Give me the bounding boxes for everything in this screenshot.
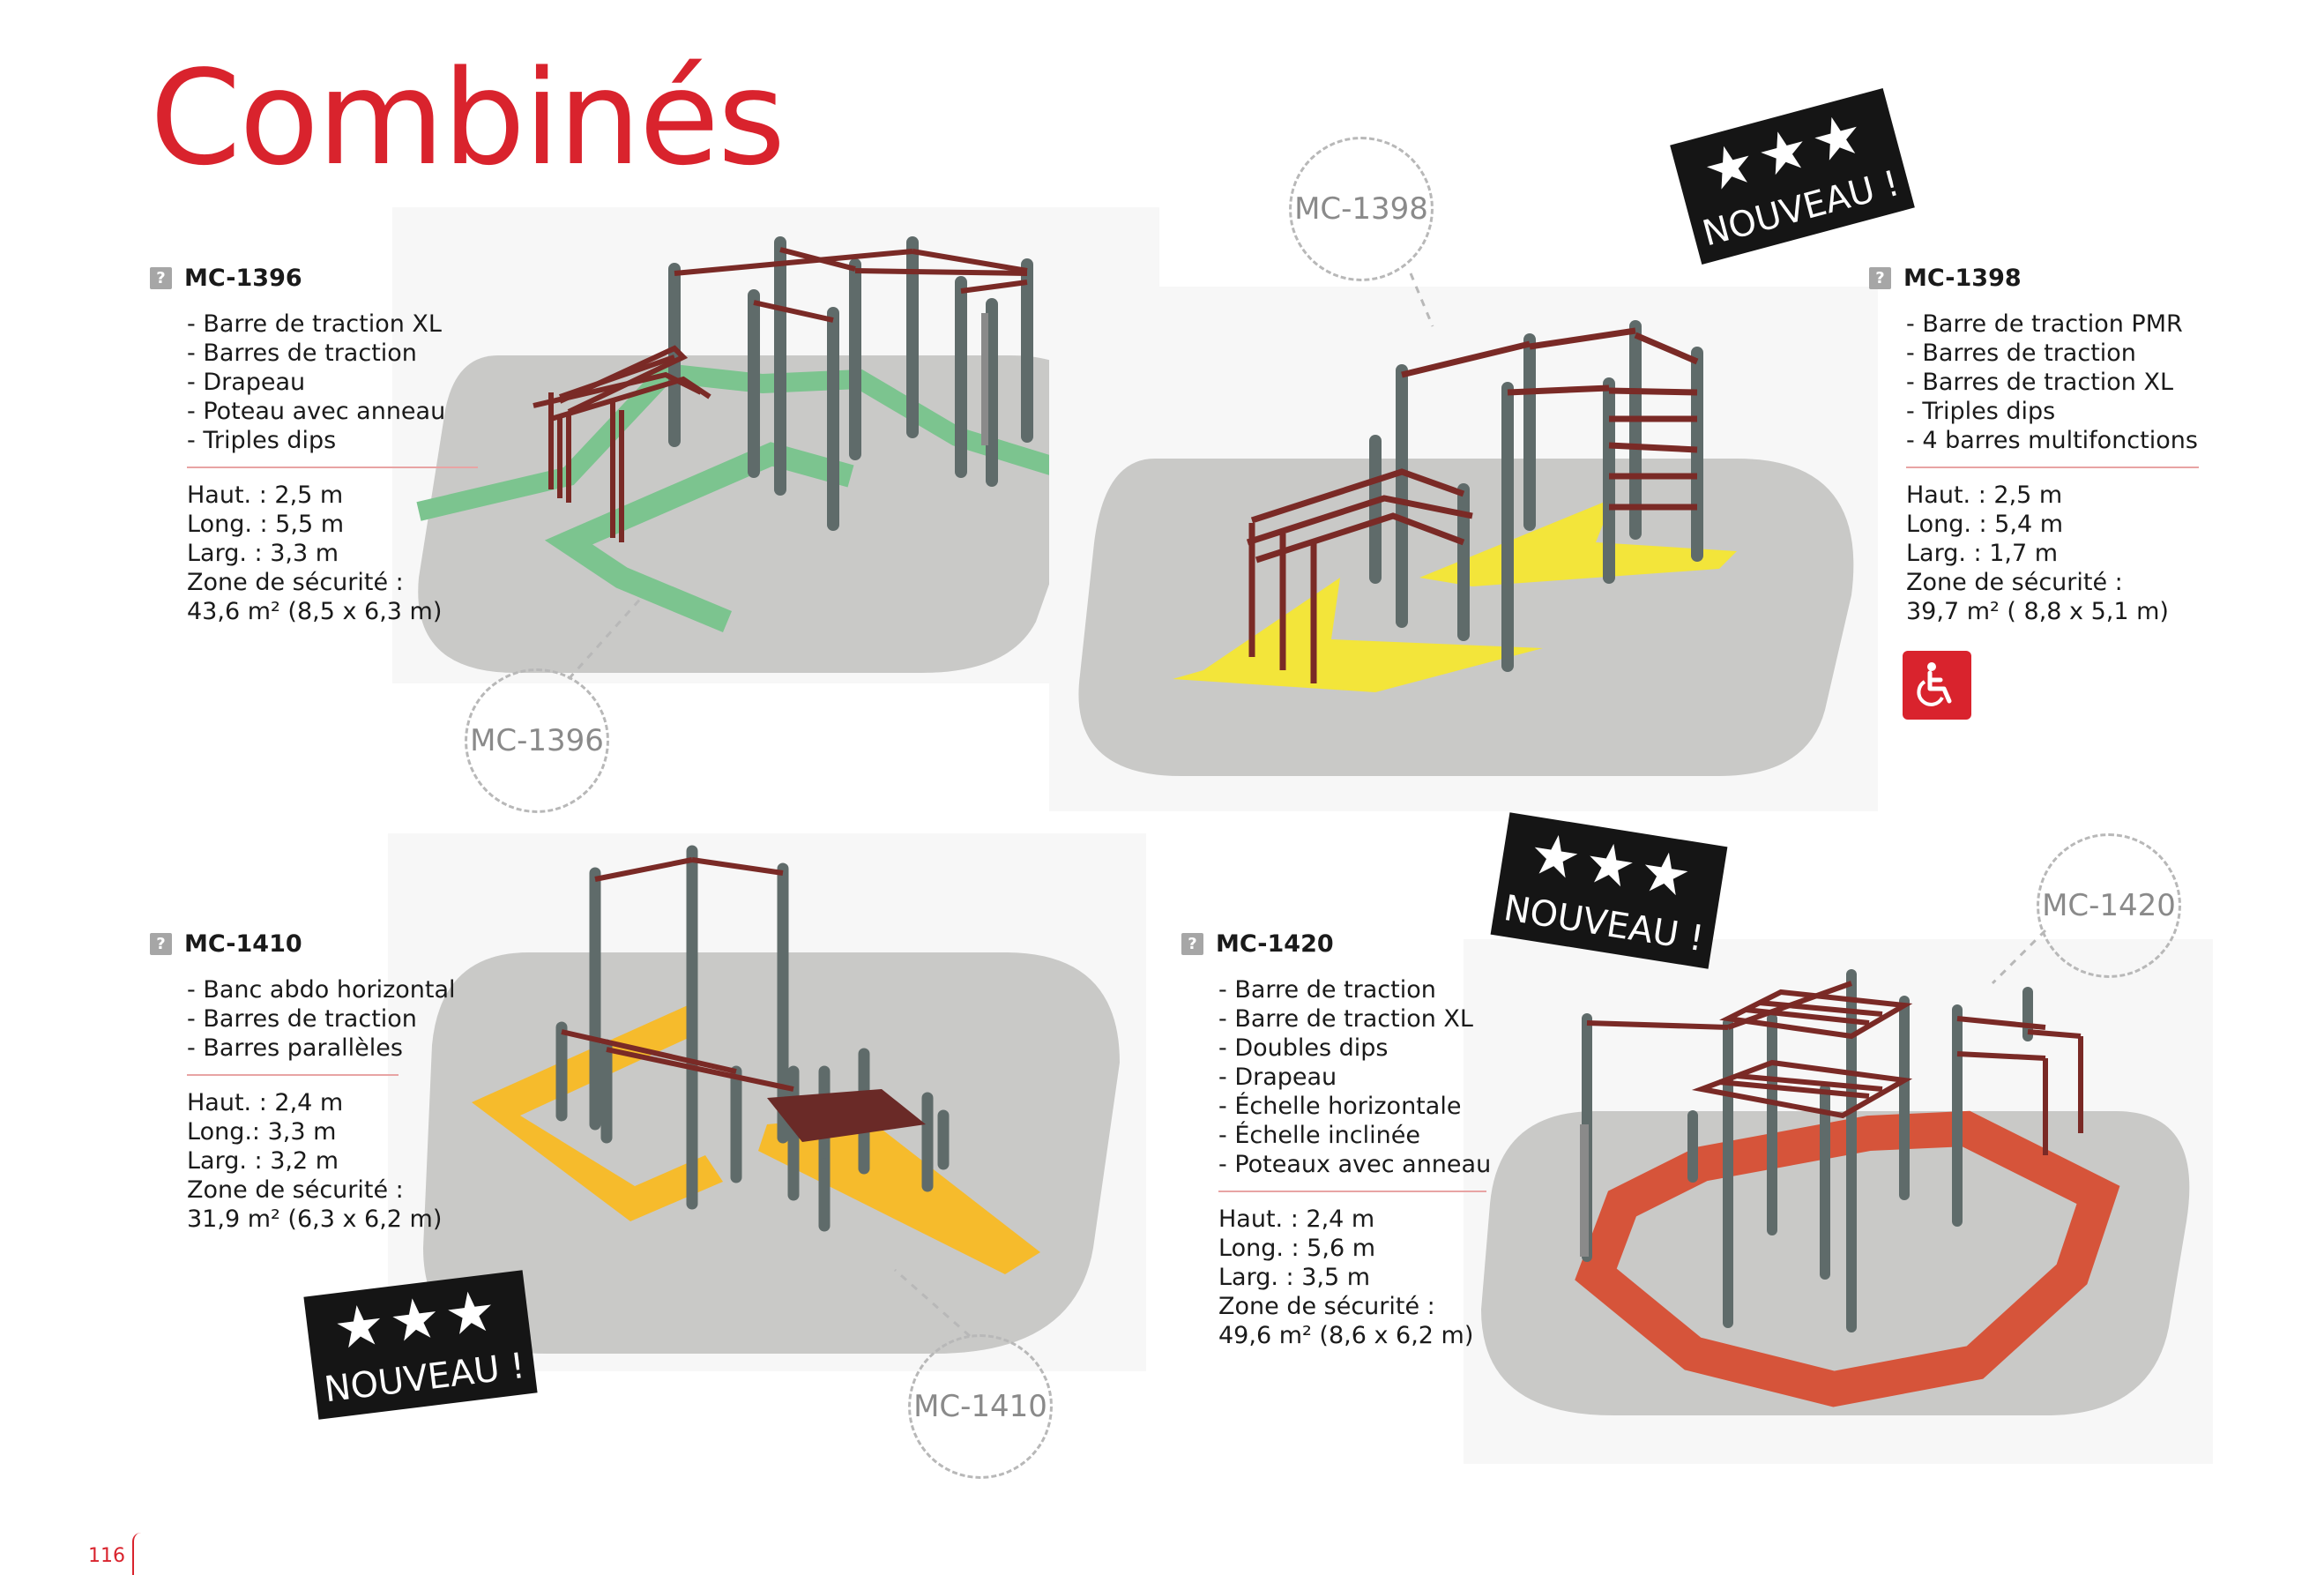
feature-item: - 4 barres multifonctions — [1906, 427, 2198, 454]
new-badge: ★★★ NOUVEAU ! — [1670, 88, 1915, 265]
page-number-rule — [132, 1533, 141, 1575]
product-code: MC-1420 — [1216, 930, 1334, 958]
feature-item: - Drapeau — [187, 369, 306, 396]
feature-item: - Barre de traction XL — [187, 310, 442, 338]
spec-line: Long. : 5,5 m — [187, 511, 345, 538]
spec-line: Long. : 5,6 m — [1218, 1235, 1376, 1262]
new-badge: ★★★ NOUVEAU ! — [303, 1270, 538, 1420]
spec-line: Long. : 5,4 m — [1906, 511, 2064, 538]
product-code: MC-1398 — [1903, 265, 2022, 292]
feature-item: - Barre de traction PMR — [1906, 310, 2183, 338]
feature-item: - Barres de traction — [187, 1005, 417, 1033]
callout-mc-1420: MC-1420 — [2037, 833, 2181, 978]
callout-mc-1396: MC-1396 — [465, 668, 609, 813]
feature-item: - Barre de traction XL — [1218, 1005, 1473, 1033]
feature-item: - Barre de traction — [1218, 976, 1436, 1004]
product-code: MC-1396 — [184, 265, 302, 292]
feature-item: - Barres de traction XL — [1906, 369, 2174, 396]
feature-item: - Barres de traction — [1906, 340, 2136, 367]
product-mc-1410: ? MC-1410 - Banc abdo horizontal - Barre… — [150, 930, 456, 1234]
callout-mc-1410: MC-1410 — [908, 1334, 1053, 1479]
spec-line: Zone de sécurité : — [1218, 1293, 1435, 1320]
divider — [1218, 1191, 1486, 1192]
feature-item: - Barres de traction — [187, 340, 417, 367]
question-icon[interactable]: ? — [150, 933, 172, 955]
page-number: 116 — [88, 1545, 125, 1567]
feature-list: - Banc abdo horizontal - Barres de tract… — [187, 975, 456, 1063]
product-mc-1420: ? MC-1420 - Barre de traction - Barre de… — [1181, 930, 1491, 1350]
spec-line: Larg. : 3,5 m — [1218, 1264, 1371, 1291]
product-mc-1396: ? MC-1396 - Barre de traction XL - Barre… — [150, 265, 478, 626]
spec-line: 31,9 m² (6,3 x 6,2 m) — [187, 1206, 443, 1233]
feature-list: - Barre de traction - Barre de traction … — [1218, 975, 1491, 1179]
feature-list: - Barre de traction XL - Barres de tract… — [187, 310, 478, 455]
question-icon[interactable]: ? — [150, 267, 172, 289]
feature-item: - Échelle inclinée — [1218, 1122, 1420, 1149]
spec-line: 49,6 m² (8,6 x 6,2 m) — [1218, 1322, 1474, 1349]
spec-line: Zone de sécurité : — [187, 1176, 404, 1204]
spec-line: Haut. : 2,4 m — [187, 1089, 344, 1116]
spec-line: 43,6 m² (8,5 x 6,3 m) — [187, 598, 443, 625]
feature-item: - Doubles dips — [1218, 1034, 1389, 1062]
product-image-mc-1396 — [392, 207, 1159, 683]
product-mc-1398: ? MC-1398 - Barre de traction PMR - Barr… — [1869, 265, 2199, 626]
spec-line: 39,7 m² ( 8,8 x 5,1 m) — [1906, 598, 2169, 625]
spec-line: Haut. : 2,5 m — [187, 481, 344, 509]
spec-line: Long.: 3,3 m — [187, 1118, 337, 1146]
question-icon[interactable]: ? — [1869, 267, 1891, 289]
product-code: MC-1410 — [184, 930, 302, 958]
page-title: Combinés — [150, 42, 786, 194]
feature-item: - Échelle horizontale — [1218, 1093, 1462, 1120]
feature-item: - Banc abdo horizontal — [187, 976, 456, 1004]
spec-line: Zone de sécurité : — [1906, 569, 2123, 596]
divider — [1906, 467, 2199, 468]
feature-list: - Barre de traction PMR - Barres de trac… — [1906, 310, 2199, 455]
feature-item: - Drapeau — [1218, 1064, 1337, 1091]
product-image-mc-1398 — [1049, 287, 1878, 811]
callout-mc-1398: MC-1398 — [1289, 137, 1434, 281]
spec-line: Larg. : 1,7 m — [1906, 540, 2059, 567]
feature-item: - Barres parallèles — [187, 1034, 403, 1062]
spec-line: Larg. : 3,3 m — [187, 540, 339, 567]
divider — [187, 467, 478, 468]
feature-item: - Triples dips — [1906, 398, 2056, 425]
spec-line: Haut. : 2,4 m — [1218, 1206, 1375, 1233]
product-image-mc-1420 — [1464, 939, 2213, 1464]
wheelchair-icon — [1903, 651, 1971, 720]
divider — [187, 1074, 399, 1076]
feature-item: - Poteaux avec anneau — [1218, 1151, 1492, 1178]
spec-line: Larg. : 3,2 m — [187, 1147, 339, 1175]
feature-item: - Triples dips — [187, 427, 337, 454]
feature-item: - Poteau avec anneau — [187, 398, 446, 425]
question-icon[interactable]: ? — [1181, 933, 1203, 955]
spec-line: Zone de sécurité : — [187, 569, 404, 596]
spec-line: Haut. : 2,5 m — [1906, 481, 2063, 509]
